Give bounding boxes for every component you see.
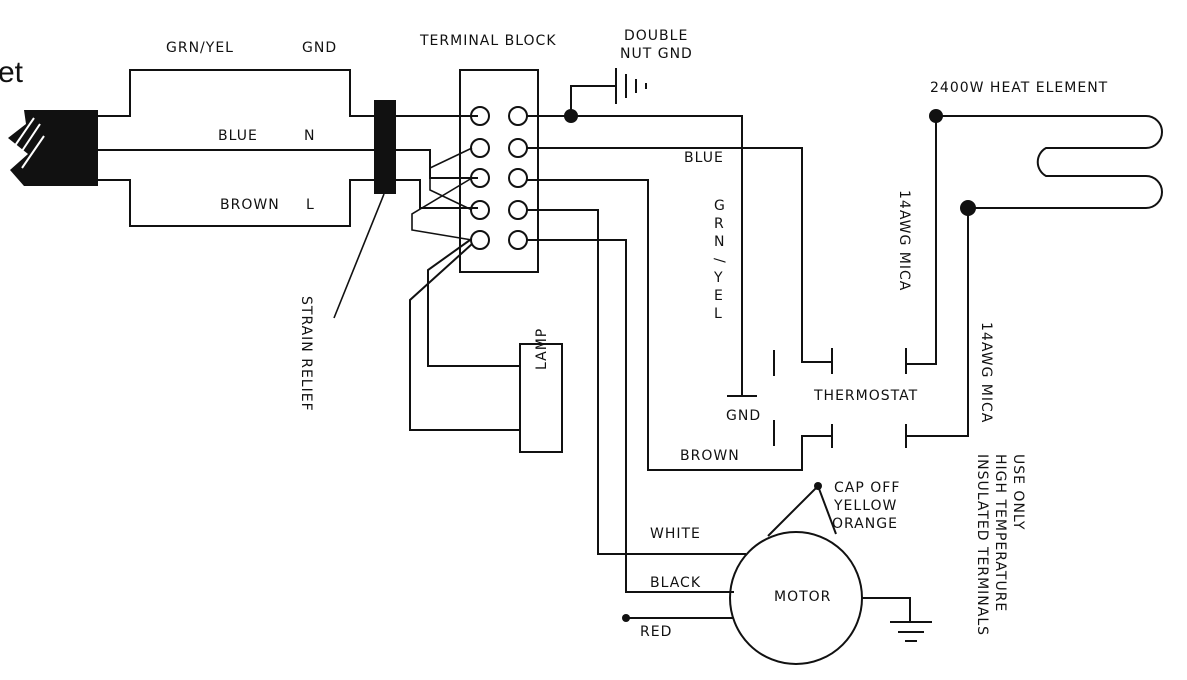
label-heat-element: 2400W HEAT ELEMENT (930, 80, 1108, 96)
label-n: N (304, 128, 315, 144)
terminal-block (459, 69, 539, 273)
label-gnd-top: GND (302, 40, 337, 56)
lamp-wiring (409, 239, 563, 453)
strain-to-block-wires (396, 115, 478, 209)
label-yellow: YELLOW (833, 498, 897, 514)
label-grn-yel-top: GRN/YEL (166, 40, 234, 56)
brown-wire-to-thermostat (527, 179, 832, 471)
grn-yel-vertical-char: R (714, 216, 725, 232)
grn-yel-vertical-char: Y (713, 270, 724, 286)
label-strain-relief: STRAIN RELIEF (298, 296, 314, 412)
heat-element-wiring (906, 109, 976, 437)
label-black: BLACK (650, 575, 701, 591)
label-nut-gnd: NUT GND (620, 46, 693, 62)
label-terminal-block: TERMINAL BLOCK (419, 33, 557, 49)
grn-yel-vertical-char: L (714, 306, 723, 322)
blue-wire-to-thermostat (527, 147, 832, 363)
label-brown-left: BROWN (220, 197, 280, 213)
label-lamp: LAMP (534, 328, 550, 370)
label-cap-off: CAP OFF (834, 480, 900, 496)
grn-yel-vertical-char: N (714, 234, 725, 250)
terminal-jumpers (411, 147, 473, 241)
black-wire-to-motor (527, 239, 734, 593)
label-mica-1: 14AWG MICA (896, 190, 912, 291)
label-blue-right: BLUE (684, 150, 724, 166)
label-motor: MOTOR (774, 589, 831, 605)
corner-text-fragment: et (0, 56, 24, 89)
grn-yel-vertical-char: E (714, 288, 724, 304)
strain-relief-leader (333, 193, 385, 319)
label-blue-left: BLUE (218, 128, 258, 144)
label-note-line3: INSULATED TERMINALS (974, 454, 990, 636)
motor (622, 482, 932, 665)
strain-relief-block (374, 100, 396, 194)
heat-element-coil (936, 115, 1163, 209)
label-thermostat: THERMOSTAT (813, 388, 918, 404)
ground-wiring (527, 68, 757, 397)
thermostat-contacts (773, 348, 907, 448)
white-wire-to-motor (527, 209, 746, 555)
label-double: DOUBLE (624, 28, 688, 44)
label-mica-2: 14AWG MICA (978, 322, 994, 423)
label-brown-bottom: BROWN (680, 448, 740, 464)
label-note-line1: USE ONLY (1010, 454, 1026, 530)
label-note-line2: HIGH TEMPERATURE (992, 454, 1008, 612)
label-grn-yel-vertical: GRN / YEL (711, 198, 727, 322)
label-gnd-bottom: GND (726, 408, 761, 424)
power-cord-end (8, 110, 98, 186)
label-l: L (306, 197, 315, 213)
cord-wires (98, 69, 376, 227)
grn-yel-vertical-char: G (714, 198, 726, 214)
label-white: WHITE (650, 526, 701, 542)
label-orange: ORANGE (832, 516, 898, 532)
grn-yel-vertical-char: / (711, 258, 727, 264)
label-red: RED (640, 624, 672, 640)
